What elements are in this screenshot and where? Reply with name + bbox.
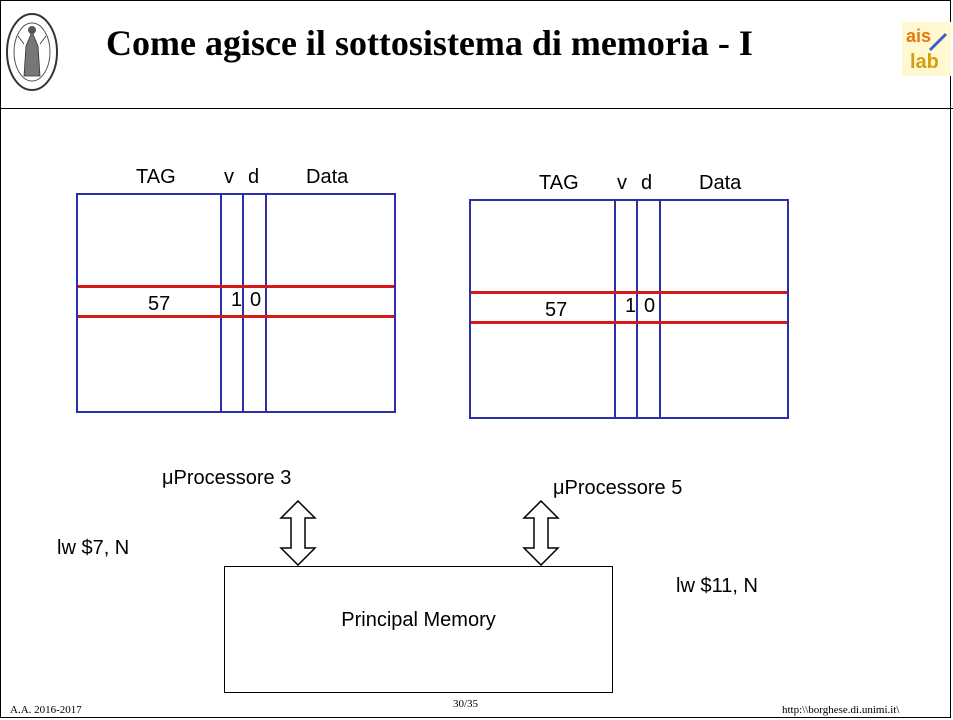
bidirectional-arrow-icon xyxy=(279,500,317,566)
footer-academic-year: A.A. 2016-2017 xyxy=(10,704,82,716)
bidirectional-arrow-icon xyxy=(522,500,560,566)
cache-right-d-header: d xyxy=(641,172,653,194)
cache-right-col-line xyxy=(614,201,616,417)
cache-left-box: 57 1 0 xyxy=(76,193,396,413)
university-seal-icon xyxy=(6,13,58,91)
cache-right-col-line xyxy=(636,201,638,417)
cache-right-valid-bit: 1 xyxy=(625,295,637,317)
cache-left-tag-value: 57 xyxy=(148,293,171,315)
cache-left-row-top xyxy=(78,285,394,288)
processor-5-label: μProcessore 5 xyxy=(553,477,683,499)
cache-left-col-line xyxy=(242,195,244,411)
cache-right-data-header: Data xyxy=(699,172,742,194)
cache-right-dirty-bit: 0 xyxy=(644,295,656,317)
ais-lab-logo-icon: ais lab xyxy=(902,22,951,76)
footer-url: http:\\borghese.di.unimi.it\ xyxy=(782,704,900,716)
cache-left-tag-header: TAG xyxy=(136,166,176,188)
cache-right-v-header: v xyxy=(617,172,627,194)
cache-left-valid-bit: 1 xyxy=(231,289,243,311)
svg-text:lab: lab xyxy=(910,51,939,73)
cache-left-d-header: d xyxy=(248,166,260,188)
footer-page-number: 30/35 xyxy=(453,698,479,710)
cache-right-tag-header: TAG xyxy=(539,172,579,194)
instruction-processor-3: lw $7, N xyxy=(57,537,130,559)
principal-memory-box: Principal Memory xyxy=(224,566,613,693)
cache-left-col-line xyxy=(265,195,267,411)
cache-left-data-header: Data xyxy=(306,166,349,188)
cache-right-row-top xyxy=(471,291,787,294)
cache-left-dirty-bit: 0 xyxy=(250,289,262,311)
principal-memory-label: Principal Memory xyxy=(341,609,496,631)
cache-right-tag-value: 57 xyxy=(545,299,568,321)
cache-right-row-bottom xyxy=(471,321,787,324)
cache-left-row-bottom xyxy=(78,315,394,318)
instruction-processor-5: lw $11, N xyxy=(676,575,758,597)
processor-3-label: μProcessore 3 xyxy=(162,467,292,489)
cache-right-col-line xyxy=(659,201,661,417)
cache-left-col-line xyxy=(220,195,222,411)
title-divider xyxy=(0,108,953,109)
slide-title: Come agisce il sottosistema di memoria -… xyxy=(106,23,753,63)
cache-right-box: 57 1 0 xyxy=(469,199,789,419)
svg-text:ais: ais xyxy=(906,26,931,46)
cache-left-v-header: v xyxy=(224,166,234,188)
